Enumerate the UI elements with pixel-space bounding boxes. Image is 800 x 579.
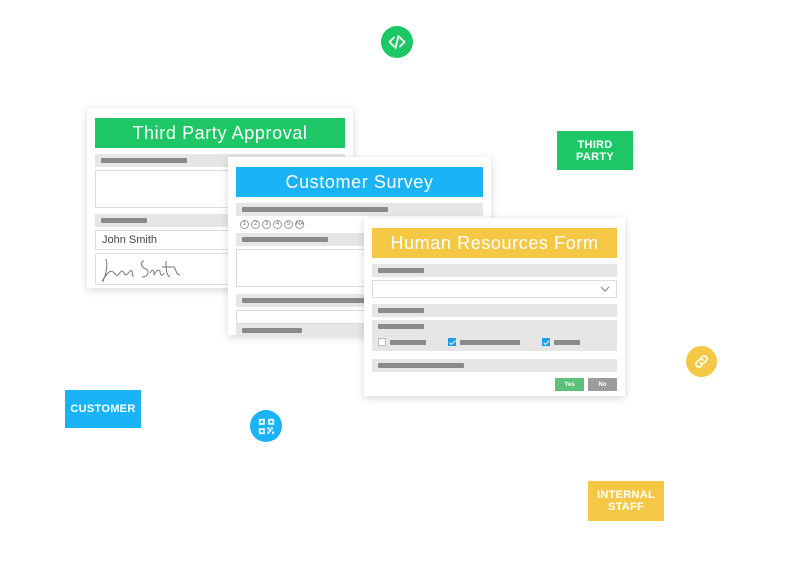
third-party-tag: THIRD PARTY (557, 131, 633, 170)
third-party-label: THIRD PARTY (576, 138, 614, 163)
checkbox-label-bar (460, 339, 520, 345)
field-label-bar (242, 237, 328, 242)
field-label-bar (378, 268, 424, 273)
checkbox-1[interactable] (378, 338, 386, 346)
rating-option[interactable]: 2 (251, 220, 260, 229)
yes-label: Yes (564, 381, 575, 388)
hr-form-title: Human Resources Form (390, 232, 599, 253)
rating-option[interactable]: NA (295, 220, 305, 229)
rating-option[interactable]: 4 (273, 220, 282, 229)
link-icon (686, 346, 717, 377)
customer-survey-title: Customer Survey (285, 171, 434, 192)
internal-staff-tag: INTERNAL STAFF (588, 481, 664, 521)
button-row: Yes No (372, 378, 617, 391)
rating-option[interactable]: 1 (240, 220, 249, 229)
field-label-bar (378, 324, 424, 329)
customer-survey-header: Customer Survey (236, 167, 483, 197)
rating-option[interactable]: 5 (284, 220, 293, 229)
rating-scale[interactable]: 1 2 3 4 5 NA (236, 220, 483, 229)
third-party-form-header: Third Party Approval (95, 118, 345, 148)
checkbox-2[interactable] (448, 338, 456, 346)
qr-code-icon (250, 410, 282, 442)
name-value: John Smith (102, 234, 158, 246)
field-label-row (372, 359, 617, 372)
code-icon (381, 26, 413, 58)
field-label-row (236, 203, 483, 216)
no-button[interactable]: No (588, 378, 617, 391)
checkbox-label-bar (554, 339, 580, 345)
field-label-bar (378, 363, 464, 368)
field-label-bar (242, 298, 368, 303)
signature-image (101, 258, 181, 282)
checkbox-label-bar (390, 339, 426, 345)
field-label-bar (242, 328, 302, 333)
field-label-row (372, 264, 617, 277)
no-label: No (598, 381, 607, 388)
checkbox-group (372, 333, 617, 351)
chevron-down-icon (600, 286, 610, 292)
yes-button[interactable]: Yes (555, 378, 584, 391)
field-label-row (372, 320, 617, 333)
customer-tag: CUSTOMER (65, 390, 141, 428)
human-resources-form: Human Resources Form Yes No (364, 218, 625, 396)
customer-label: CUSTOMER (70, 403, 136, 415)
field-label-bar (101, 218, 147, 223)
field-label-bar (242, 207, 388, 212)
dropdown-select[interactable] (372, 280, 617, 298)
field-label-bar (378, 308, 424, 313)
checkbox-3[interactable] (542, 338, 550, 346)
rating-option[interactable]: 3 (262, 220, 271, 229)
internal-staff-label: INTERNAL STAFF (596, 489, 655, 513)
field-label-bar (101, 158, 187, 163)
field-label-row (372, 304, 617, 317)
third-party-form-title: Third Party Approval (132, 122, 308, 143)
hr-form-header: Human Resources Form (372, 228, 617, 258)
